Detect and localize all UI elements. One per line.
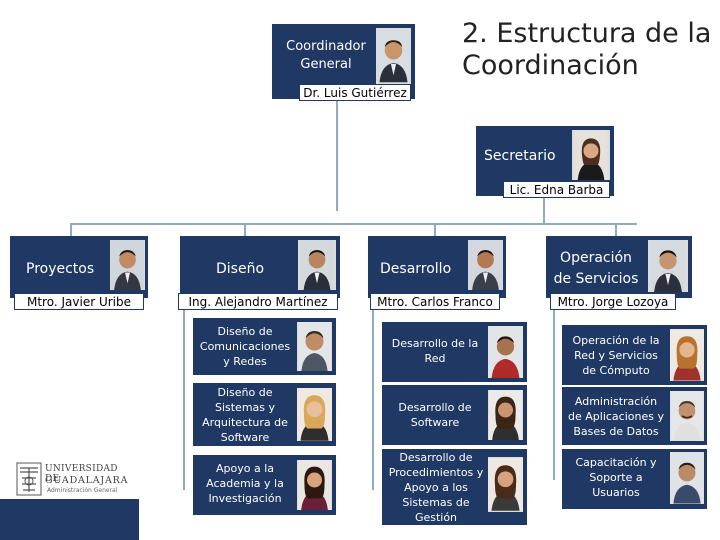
page-title-line1: 2. Estructura de la [462,18,712,49]
person-photo-icon [488,457,523,512]
person-photo-icon [670,452,704,504]
connector-drop-operacion [615,223,617,238]
coordinador-name: Dr. Luis Gutiérrez [299,84,411,101]
person-photo-icon [488,390,523,440]
person-photo-icon [297,322,332,371]
connector-horizontal [70,223,637,225]
connector-drop-proyectos [70,223,72,238]
diseno-name: Ing. Alejandro Martínez [178,293,338,310]
person-photo-icon [670,329,704,381]
diseno-role: Diseño [216,261,265,277]
desarrollo-role: Desarrollo [380,261,452,277]
person-photo-icon [488,326,523,378]
operacion-name: Mtro. Jorge Lozoya [550,293,676,310]
university-name-line3: Administración General [47,487,118,494]
connector-desarrollo-units [372,310,374,490]
page-title-line2: Coordinación [462,50,639,81]
connector-coord-secretario [336,99,338,211]
connector-drop-desarrollo [434,223,436,238]
secretario-name: Lic. Edna Barba [503,181,610,198]
person-photo-icon [298,240,336,290]
operacion-box: Operación de Servicios [546,236,692,298]
footer-bar [0,499,139,540]
proyectos-role: Proyectos [26,261,95,277]
university-logo: UNIVERSIDAD DE GUADALAJARA Administració… [16,462,128,498]
desarrollo-name: Mtro. Carlos Franco [370,293,500,310]
person-photo-icon [297,460,332,510]
operacion-role: Operación de Servicios [553,250,639,287]
coordinador-role: Coordinador General [286,39,366,72]
page-title: 2. Estructura de la Coordinación [462,18,711,82]
person-photo-icon [670,391,704,441]
person-photo-icon [110,240,145,290]
connector-secretario-down [543,196,545,224]
university-name-line2: GUADALAJARA [45,475,129,486]
proyectos-box: Proyectos [10,236,148,298]
person-photo-icon [297,388,332,441]
proyectos-name: Mtro. Javier Uribe [14,293,144,310]
diseno-box: Diseño [180,236,340,298]
person-photo-icon [648,240,688,292]
connector-diseno-units [183,310,185,490]
connector-operacion-units [553,310,555,480]
secretario-role: Secretario [484,148,556,164]
connector-drop-diseno [244,223,246,238]
university-name-line1: UNIVERSIDAD DE [45,464,118,484]
person-photo-icon [572,130,610,180]
desarrollo-box: Desarrollo [368,236,506,298]
person-photo-icon [468,240,503,290]
university-seal-icon [16,462,42,496]
person-photo-icon [376,28,411,84]
